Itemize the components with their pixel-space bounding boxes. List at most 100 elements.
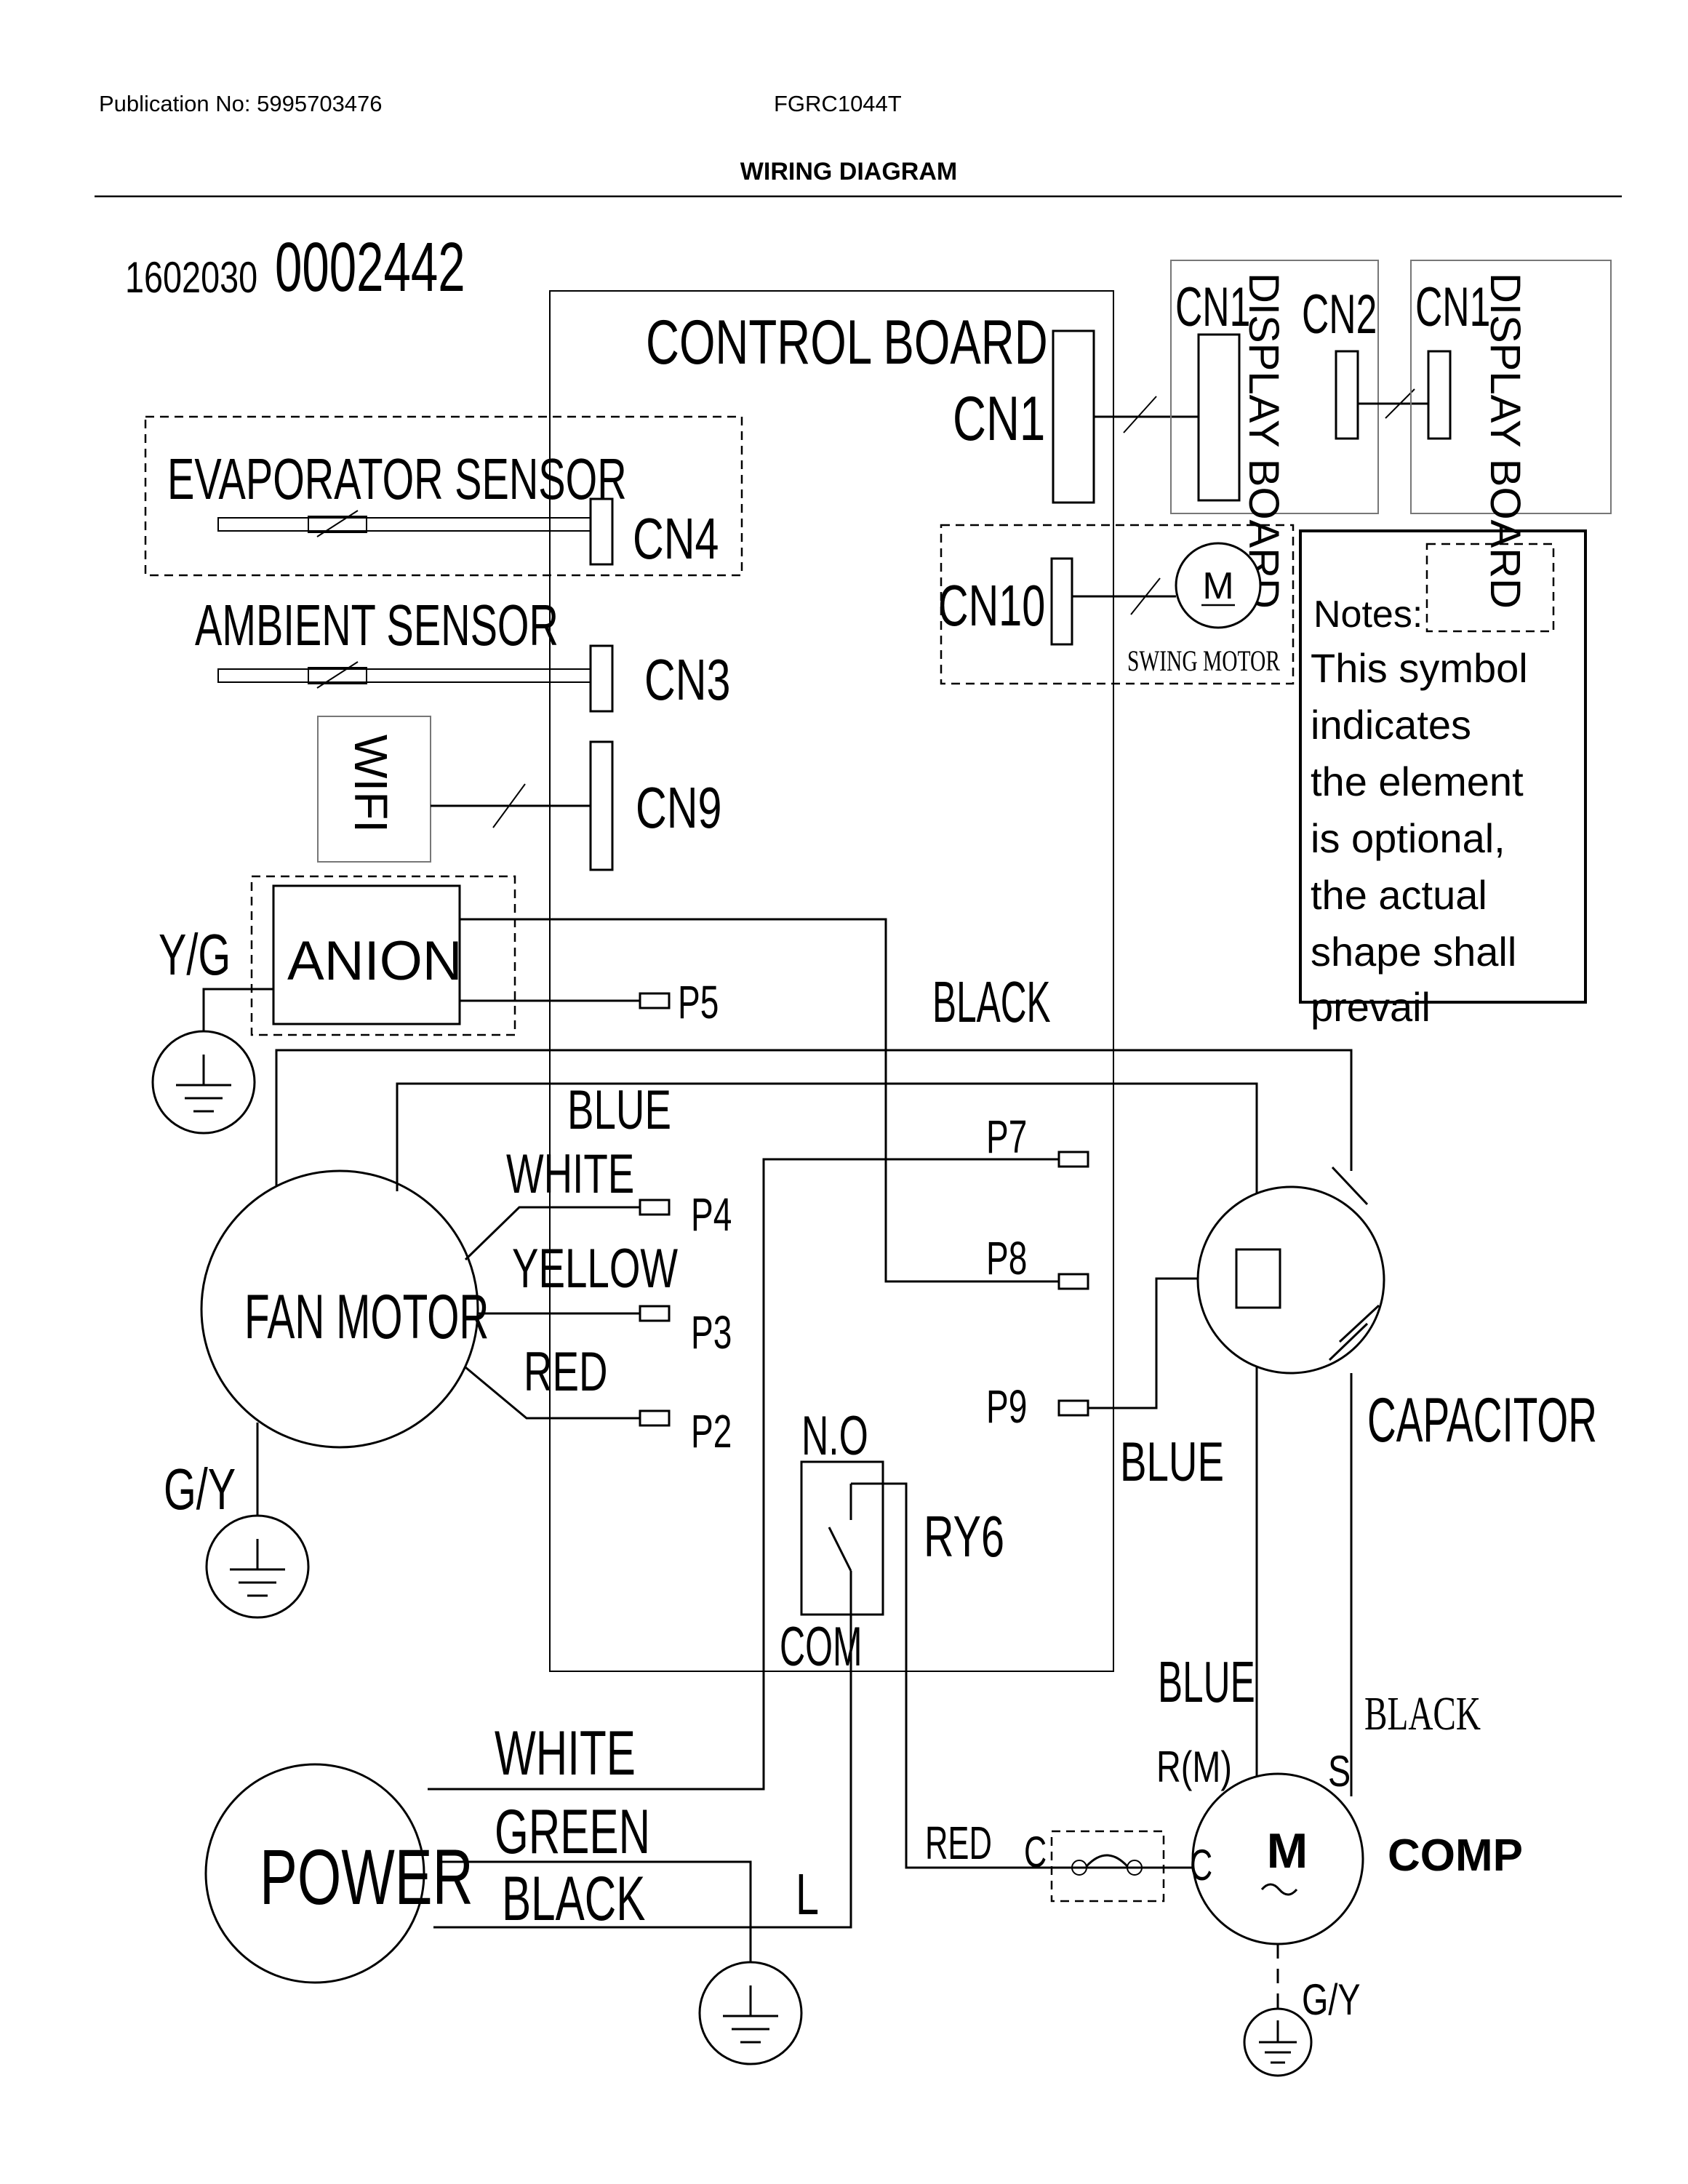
p4-label: P4 (691, 1189, 732, 1241)
display-board-1-label: DISPLAY BOARD (1240, 273, 1287, 609)
notes-line: This symbol (1311, 645, 1528, 691)
notes-optional-symbol (1425, 543, 1555, 633)
fan-motor[interactable] (200, 1169, 479, 1449)
notes-line: prevail (1311, 984, 1431, 1030)
capacitor-label: CAPACITOR (1367, 1386, 1597, 1455)
l-label: L (796, 1862, 819, 1927)
notes-box (1299, 529, 1587, 1004)
yellow-label: YELLOW (512, 1238, 678, 1300)
ambient-sensor-label: AMBIENT SENSOR (195, 592, 559, 657)
evaporator-sensor-label: EVAPORATOR SENSOR (167, 446, 627, 511)
part-number-large: 0002442 (275, 228, 465, 306)
anion-label: ANION (287, 930, 463, 992)
cn9-label: CN9 (636, 775, 721, 840)
overload-protector (1085, 1854, 1129, 1868)
black-wire-anion-p8 (460, 918, 1059, 1283)
p7-terminal (1057, 1151, 1089, 1168)
p8-terminal (1057, 1273, 1089, 1290)
cn10-connector (1050, 557, 1073, 646)
gy-left-label: G/Y (164, 1457, 236, 1522)
ry6-label: RY6 (924, 1504, 1004, 1569)
page-title: WIRING DIAGRAM (740, 158, 957, 185)
black-power-label: BLACK (502, 1863, 645, 1933)
ambient-thermistor (308, 667, 367, 684)
p3-label: P3 (691, 1307, 732, 1359)
cn4-label: CN4 (633, 505, 719, 571)
anion-optional-box (250, 875, 516, 1036)
power-green-wire (441, 1860, 752, 1985)
control-board-outline (549, 290, 1114, 1672)
fan-motor-label: FAN MOTOR (244, 1282, 489, 1352)
compressor-m: M (1267, 1823, 1308, 1879)
cn1-label: CN1 (953, 385, 1045, 454)
ground-symbol-power (698, 1961, 803, 2065)
r-m-label: R(M) (1156, 1743, 1232, 1791)
cn1-bus-slash (1123, 396, 1157, 433)
p9-terminal (1057, 1399, 1089, 1417)
display-board-2-box (1410, 260, 1612, 514)
blue-cap-label: BLUE (1120, 1431, 1224, 1493)
display-2-cn1: CN1 (1415, 276, 1490, 337)
s-label: S (1328, 1747, 1351, 1796)
display-1-cn1-connector (1197, 333, 1241, 502)
display-link-slash (1385, 388, 1415, 419)
red-fan-label: RED (524, 1341, 608, 1403)
display-1-cn2: CN2 (1302, 283, 1377, 345)
capacitor-terminal (1235, 1248, 1281, 1309)
p2-label: P2 (691, 1406, 732, 1457)
anion-module (272, 884, 461, 1025)
ground-symbol-fan (205, 1514, 310, 1619)
swing-motor-optional-box (940, 524, 1295, 685)
swing-motor-symbol (1175, 542, 1262, 629)
wifi-label: WIFI (345, 735, 397, 833)
black-comp-label: BLACK (1364, 1687, 1481, 1740)
white-wire-p4 (464, 1206, 640, 1261)
white-power-label: WHITE (495, 1718, 636, 1788)
green-label: GREEN (495, 1796, 650, 1866)
c-right-label: C (1190, 1841, 1212, 1890)
red-wire-p2 (465, 1366, 640, 1420)
blue-wire-p9-capacitor (1088, 1277, 1236, 1409)
notes-text: Notes: This symbol indicates the element… (1311, 593, 1528, 1030)
publication-number: Publication No: 5995703476 (99, 91, 383, 116)
black-top-label: BLACK (932, 970, 1051, 1035)
overload-optional-box (1050, 1830, 1165, 1903)
anion-yg-label: Y/G (159, 922, 231, 988)
display-board-1-box (1170, 260, 1379, 514)
control-board-label: CONTROL BOARD (646, 308, 1048, 377)
fan-wire-compressor (396, 1082, 1258, 1251)
p5-terminal (639, 992, 671, 1009)
cn3-connector (589, 644, 614, 713)
model-number: FGRC1044T (774, 91, 902, 116)
l-wire-relay-power (433, 1615, 852, 1929)
wifi-module-box (317, 716, 431, 863)
cn9-connector (589, 740, 614, 871)
comp-label: COMP (1388, 1831, 1523, 1881)
notes-line: is optional, (1311, 815, 1505, 861)
display-1-cn1: CN1 (1175, 276, 1250, 337)
display-2-cn1-connector (1427, 350, 1452, 440)
com-label: COM (780, 1615, 862, 1678)
p4-terminal (639, 1199, 671, 1216)
capacitor[interactable] (1196, 1185, 1385, 1375)
c-left-label: C (1024, 1828, 1047, 1877)
ground-symbol-comp (1243, 2007, 1313, 2077)
p8-label: P8 (986, 1233, 1027, 1284)
white-fan-label: WHITE (506, 1143, 634, 1205)
cn1-connector (1052, 329, 1095, 504)
relay-contact (828, 1527, 852, 1572)
no-label: N.O (801, 1404, 868, 1466)
blue-comp-label: BLUE (1158, 1650, 1255, 1715)
gy-comp-label: G/Y (1302, 1975, 1361, 2024)
notes-line: the actual (1311, 872, 1487, 918)
p5-label: P5 (678, 977, 719, 1028)
p7-label: P7 (986, 1111, 1027, 1163)
power-supply[interactable] (204, 1763, 425, 1984)
display-board-2-label: DISPLAY BOARD (1481, 273, 1529, 609)
fan-blue-wire-capacitor (275, 1049, 1353, 1185)
red-comp-label: RED (925, 1817, 992, 1870)
red-wire-relay-comp (851, 1482, 1207, 1869)
evaporator-sensor-cable (217, 517, 591, 532)
swing-motor-m: M (1202, 565, 1233, 607)
power-white-wire (428, 1760, 765, 1791)
